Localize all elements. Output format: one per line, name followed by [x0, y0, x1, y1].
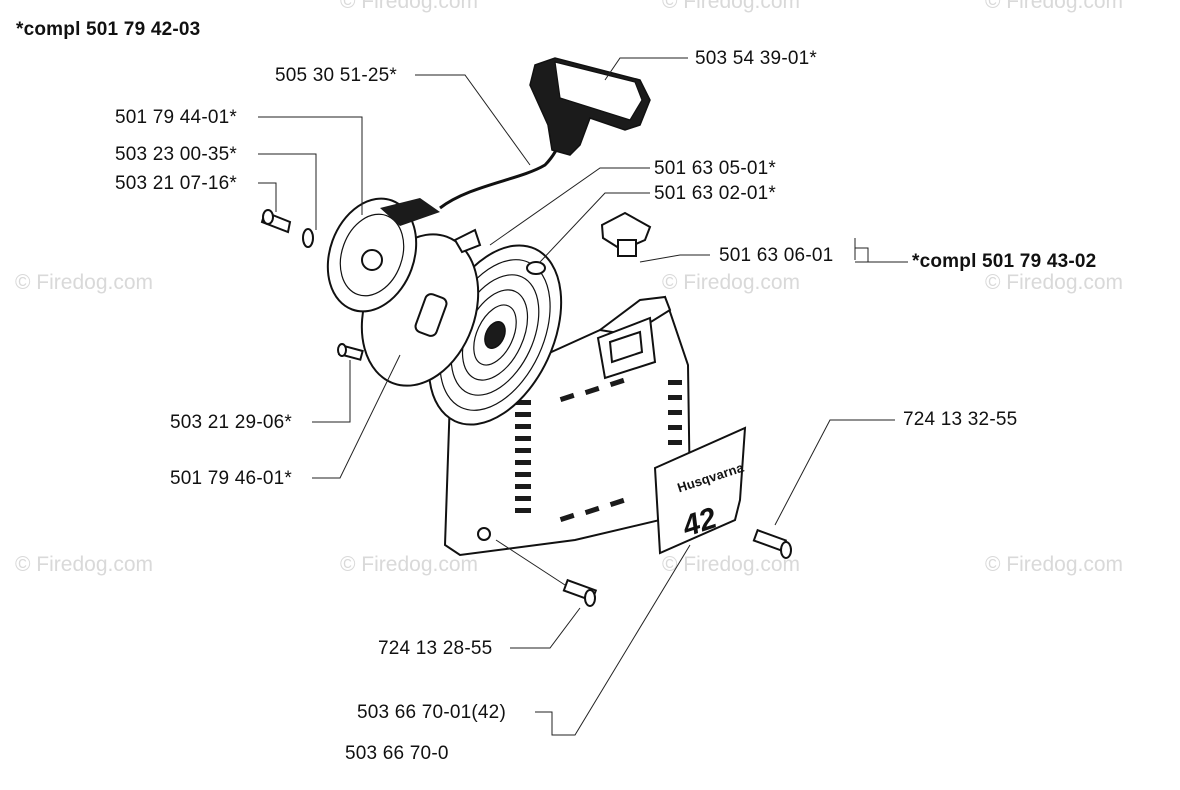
pawl-nut [526, 261, 546, 275]
washer [302, 228, 314, 248]
pulley [326, 197, 440, 313]
watermark-mid-1: © Firedog.com [15, 271, 154, 294]
label-pulley: 501 79 44-01* [115, 107, 237, 128]
starter-housing [443, 295, 692, 557]
label-pawl-nut: 501 63 02-01* [654, 183, 776, 204]
decal-42 [653, 426, 747, 555]
label-cord-guide: 501 63 06-01 [719, 245, 834, 266]
watermark-top-1: © Firedog.com [340, 0, 479, 13]
screw-bottom [562, 578, 598, 607]
label-spring-plate: 501 79 46-01* [170, 468, 292, 489]
watermark-mid-4: © Firedog.com [985, 271, 1124, 294]
watermark-low-3: © Firedog.com [662, 553, 801, 576]
label-screw-bottom: 724 13 28-55 [378, 638, 493, 659]
watermark-low-4: © Firedog.com [985, 553, 1124, 576]
label-decal-other: 503 66 70-0 [345, 743, 449, 764]
watermark-low-2: © Firedog.com [340, 553, 479, 576]
label-spring-cassette: 501 63 05-01* [654, 158, 776, 179]
label-screw-right: 724 13 32-55 [903, 409, 1018, 430]
starter-cord [439, 143, 562, 210]
label-decal-42: 503 66 70-01(42) [357, 702, 506, 723]
label-screw-center: 503 21 07-16* [115, 173, 237, 194]
compl-right-label: *compl 501 79 43-02 [912, 251, 1097, 272]
leader-lines [258, 57, 908, 736]
label-handle: 503 54 39-01* [695, 48, 817, 69]
label-screw-lower: 503 21 29-06* [170, 412, 292, 433]
compl-top-label: *compl 501 79 42-03 [16, 19, 201, 40]
label-starter-cord: 505 30 51-25* [275, 65, 397, 86]
label-washer: 503 23 00-35* [115, 144, 237, 165]
screw-right [752, 528, 792, 559]
watermark-mid-3: © Firedog.com [662, 271, 801, 294]
watermark-top-3: © Firedog.com [985, 0, 1124, 13]
handle [529, 57, 651, 156]
watermark-top-2: © Firedog.com [662, 0, 801, 13]
screw-lower [337, 343, 364, 361]
screw-center [260, 209, 292, 234]
cord-guide [600, 211, 652, 257]
watermark-low-1: © Firedog.com [15, 553, 154, 576]
